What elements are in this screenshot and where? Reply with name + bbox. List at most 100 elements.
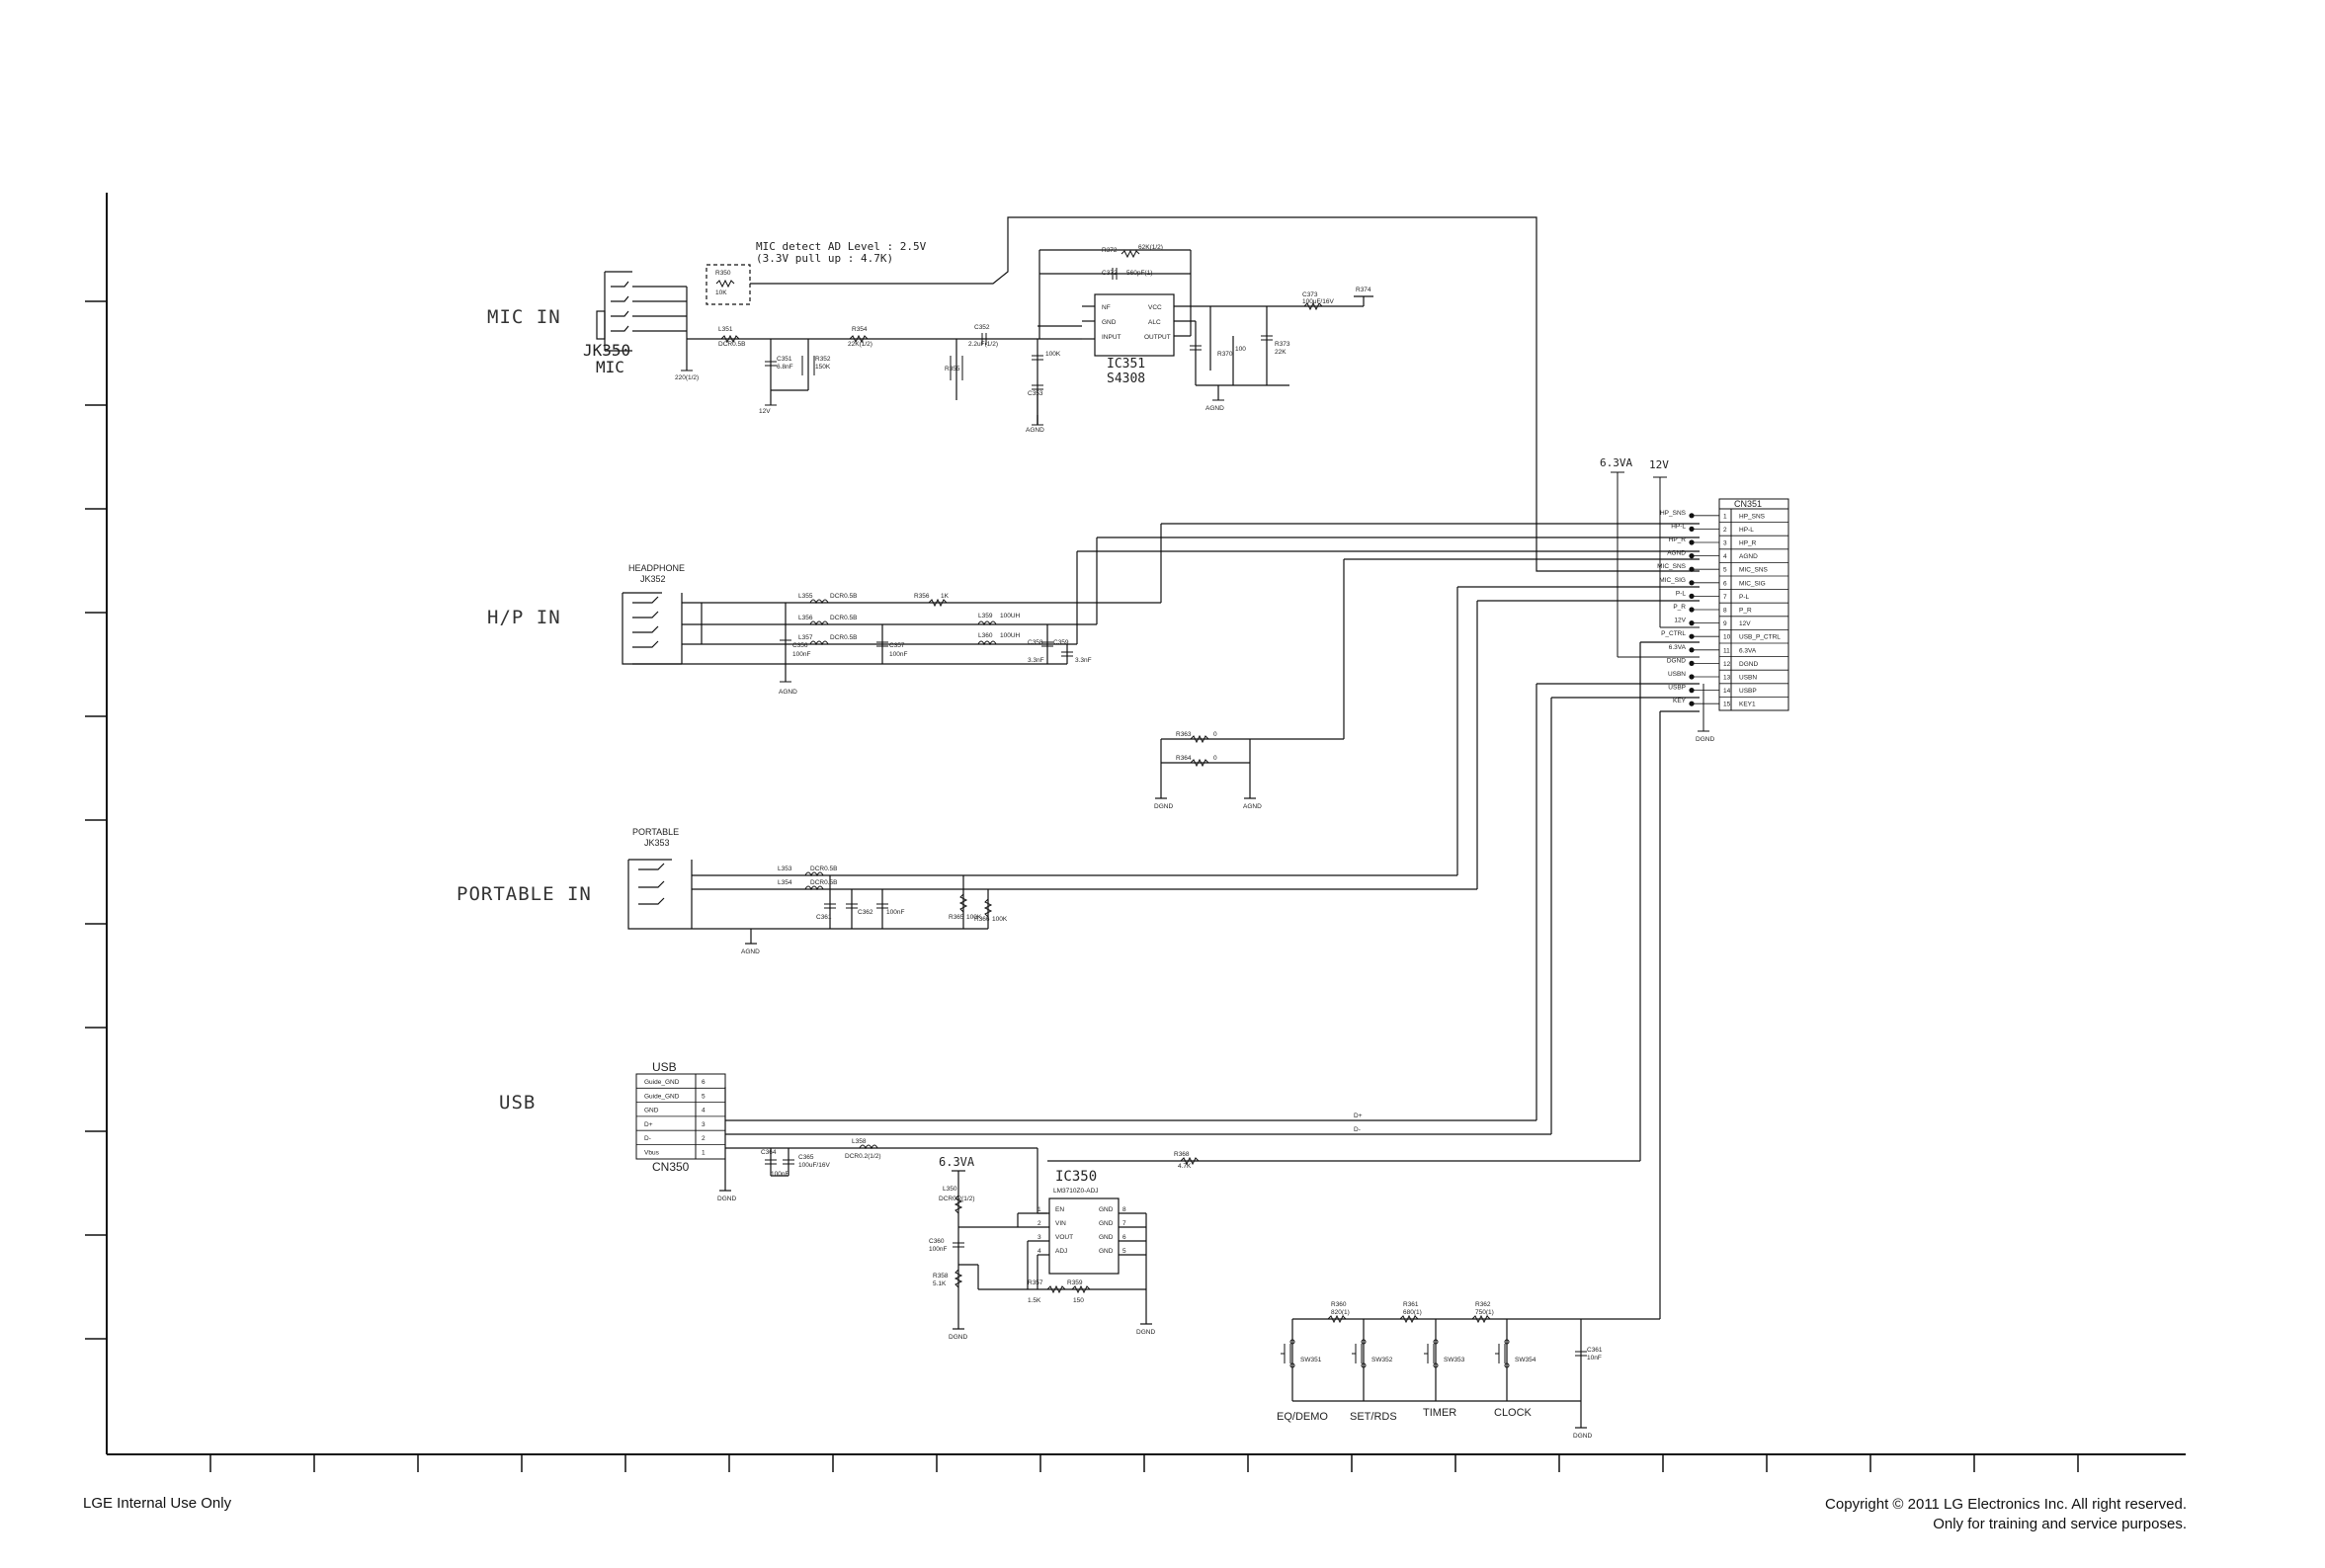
mic-block-parts [681,249,1323,426]
svg-text:L356: L356 [798,615,813,621]
svg-text:ALC: ALC [1148,319,1161,326]
key-part-labels: R360 820(1) R361 680(1) R362 750(1) SW35… [1300,1301,1603,1440]
svg-text:100UH: 100UH [1000,632,1021,639]
bias-part-labels: R363 0 R364 0 DGND AGND [1154,731,1262,810]
svg-text:100nF: 100nF [771,1171,789,1178]
svg-text:R373: R373 [1275,341,1290,348]
cn351-net-label: P-L [1676,590,1687,597]
svg-text:4: 4 [1038,1248,1041,1255]
cn350-pin-name: Vbus [644,1150,660,1157]
cn351-pin-name: AGND [1739,553,1758,560]
svg-text:C362: C362 [858,909,873,916]
usb-part-labels: L358 DCR0.2(1/2) C364 100nF C365 100uF/1… [717,1138,880,1202]
key-resistor [1399,1314,1419,1324]
svg-text:DCR0.5B: DCR0.5B [830,634,857,641]
cn350-pin-number: 6 [702,1079,706,1086]
cn351-net-label: P_CTRL [1661,630,1686,637]
svg-text:R368: R368 [1174,1151,1190,1158]
key-resistor [1471,1314,1491,1324]
cn351-pin-name: P-L [1739,594,1750,601]
svg-text:R355: R355 [945,366,960,372]
cn351-rails [1611,471,1709,732]
svg-text:C364: C364 [761,1149,777,1156]
svg-text:DGND: DGND [1573,1433,1592,1440]
svg-text:100K: 100K [992,916,1008,923]
usb-dminus-net: D- [1354,1126,1361,1133]
rail-6v3a-label: 6.3VA [1600,456,1632,469]
svg-text:3.3nF: 3.3nF [1028,657,1044,664]
svg-text:L354: L354 [778,879,792,886]
svg-text:22K: 22K [1275,349,1287,356]
cn351-net-label: KEY [1673,698,1687,704]
hp-block-parts [780,598,1073,683]
svg-text:SW353: SW353 [1444,1357,1465,1363]
cn351-net-label: MIC_SIG [1659,577,1686,584]
footer-internal-use: LGE Internal Use Only [83,1495,232,1512]
tact-switch-symbol [1424,1344,1435,1363]
cn350-pin-number: 5 [702,1093,706,1100]
cn350-pin-number: 4 [702,1108,706,1114]
cn351-pin-name: P_R [1739,608,1752,615]
svg-text:DCR0.2(1/2): DCR0.2(1/2) [939,1196,974,1202]
svg-text:150K: 150K [815,364,831,371]
svg-text:R356: R356 [914,593,930,600]
svg-text:AGND: AGND [1205,405,1224,412]
svg-text:R363: R363 [1176,731,1192,738]
cn351-net-label: DGND [1667,657,1686,664]
regulator-parts [953,1195,1091,1294]
cn351-pin-number: 6 [1723,580,1727,587]
section-label-portable-in: PORTABLE IN [457,883,592,905]
svg-text:SW352: SW352 [1371,1357,1393,1363]
regulator-part-labels: R368 4.7K L350 DCR0.2(1/2) C360 100nF R3… [929,1151,1192,1341]
svg-text:R365: R365 [949,914,964,921]
key-labels: EQ/DEMO SET/RDS TIMER CLOCK [1277,1407,1533,1423]
svg-text:10K: 10K [715,289,727,296]
key-block [1291,710,1700,1429]
cn350-pin-name: Guide_GND [644,1079,680,1086]
rail-12v-label: 12V [1649,458,1669,471]
switch-contact [1433,1339,1439,1345]
switch-contact [1433,1362,1439,1368]
svg-text:INPUT: INPUT [1102,334,1121,341]
svg-text:DGND: DGND [949,1334,967,1341]
cn351-net-label: MIC_SNS [1657,563,1687,570]
switch-contact [1361,1339,1367,1345]
svg-text:R374: R374 [1356,287,1371,293]
mic-block [596,216,1700,572]
section-label-mic-in: MIC IN [487,306,561,328]
cn351-net-label: USBP [1668,685,1686,692]
usb-wiring [719,641,1700,1214]
section-label-hp-in: H/P IN [487,607,561,628]
svg-text:R352: R352 [815,356,831,363]
cn350-pin-number: 3 [702,1121,706,1128]
ic350-name: IC350 [1055,1169,1097,1185]
svg-text:C351: C351 [777,356,792,363]
cn351-pin-number: 14 [1723,688,1731,695]
svg-text:5.1K: 5.1K [933,1280,947,1287]
svg-text:DGND: DGND [1154,803,1173,810]
cn351-name: CN351 [1734,499,1762,509]
hp-title: HEADPHONE [628,563,685,573]
cn351-net-label: HP_R [1669,536,1687,543]
svg-text:5: 5 [1122,1248,1126,1255]
mic-jack-label: JK350 [583,341,630,360]
svg-text:GND: GND [1102,319,1117,326]
svg-text:100K: 100K [966,914,982,921]
svg-text:100nF: 100nF [929,1246,947,1253]
svg-text:7: 7 [1122,1220,1126,1227]
cn351-pin-name: DGND [1739,661,1758,668]
cn351-pin-number: 8 [1723,608,1727,615]
svg-text:3.3nF: 3.3nF [1075,657,1092,664]
svg-text:1: 1 [1038,1206,1041,1213]
svg-text:22K(1/2): 22K(1/2) [848,341,872,348]
svg-text:C360: C360 [929,1238,945,1245]
svg-text:820(1): 820(1) [1331,1309,1350,1316]
svg-text:NF: NF [1102,304,1111,311]
cn351-pin-number: 7 [1723,594,1727,601]
cn351-pin-number: 10 [1723,634,1731,641]
svg-text:150: 150 [1073,1297,1084,1304]
cn351-pin-name: MIC_SIG [1739,580,1766,587]
svg-text:0: 0 [1213,731,1217,738]
cn351-net-label: USBN [1668,671,1686,678]
svg-text:220(1/2): 220(1/2) [675,374,699,381]
